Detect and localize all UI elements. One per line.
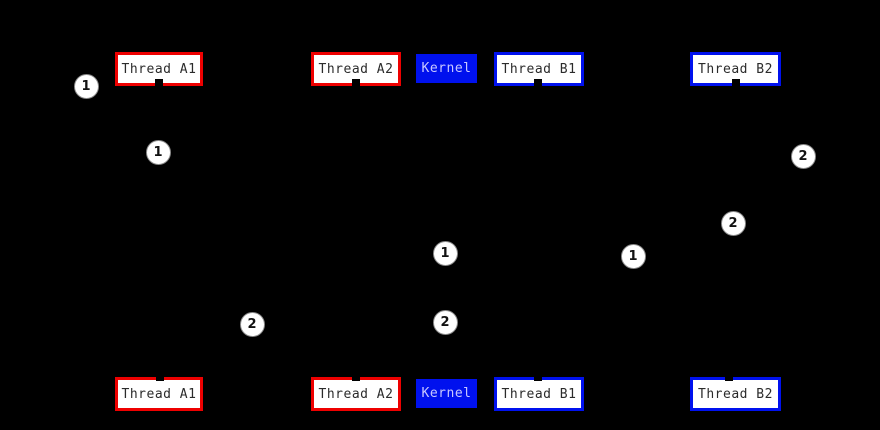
step-marker-1: 1 [145,139,171,165]
thread-a1-top-connector-notch [155,79,163,87]
thread-a1-bottom-connector-notch [156,373,164,381]
box-label: Thread B1 [501,61,577,77]
thread-b1-bottom-connector-notch [534,373,542,381]
step-marker-2: 2 [720,210,746,236]
box-label: Thread A2 [318,386,394,402]
thread-b2-top-connector-notch [732,79,740,87]
kernel-top-box: Kernel [416,54,477,83]
thread-b2-bottom-box: Thread B2 [690,377,781,411]
box-label: Thread B2 [698,61,773,77]
box-label: Thread B1 [501,386,577,402]
box-label: Kernel [421,61,472,76]
thread-b2-bottom-connector-notch [725,373,733,381]
step-marker-2: 2 [432,309,458,335]
thread-b1-bottom-box: Thread B1 [494,377,584,411]
step-marker-1: 1 [620,243,646,269]
step-marker-2: 2 [239,311,265,337]
box-label: Thread A2 [318,61,394,77]
thread-a1-bottom-box: Thread A1 [115,377,203,411]
box-label: Thread A1 [121,386,197,402]
thread-a2-bottom-box: Thread A2 [311,377,401,411]
step-marker-1: 1 [432,240,458,266]
step-marker-1: 1 [73,73,99,99]
thread-a2-top-connector-notch [352,79,360,87]
box-label: Thread A1 [121,61,197,77]
box-label: Kernel [421,386,472,401]
step-marker-2: 2 [790,143,816,169]
kernel-bottom-box: Kernel [416,379,477,408]
thread-a2-bottom-connector-notch [352,373,360,381]
box-label: Thread B2 [698,386,773,402]
thread-b1-top-connector-notch [534,79,542,87]
